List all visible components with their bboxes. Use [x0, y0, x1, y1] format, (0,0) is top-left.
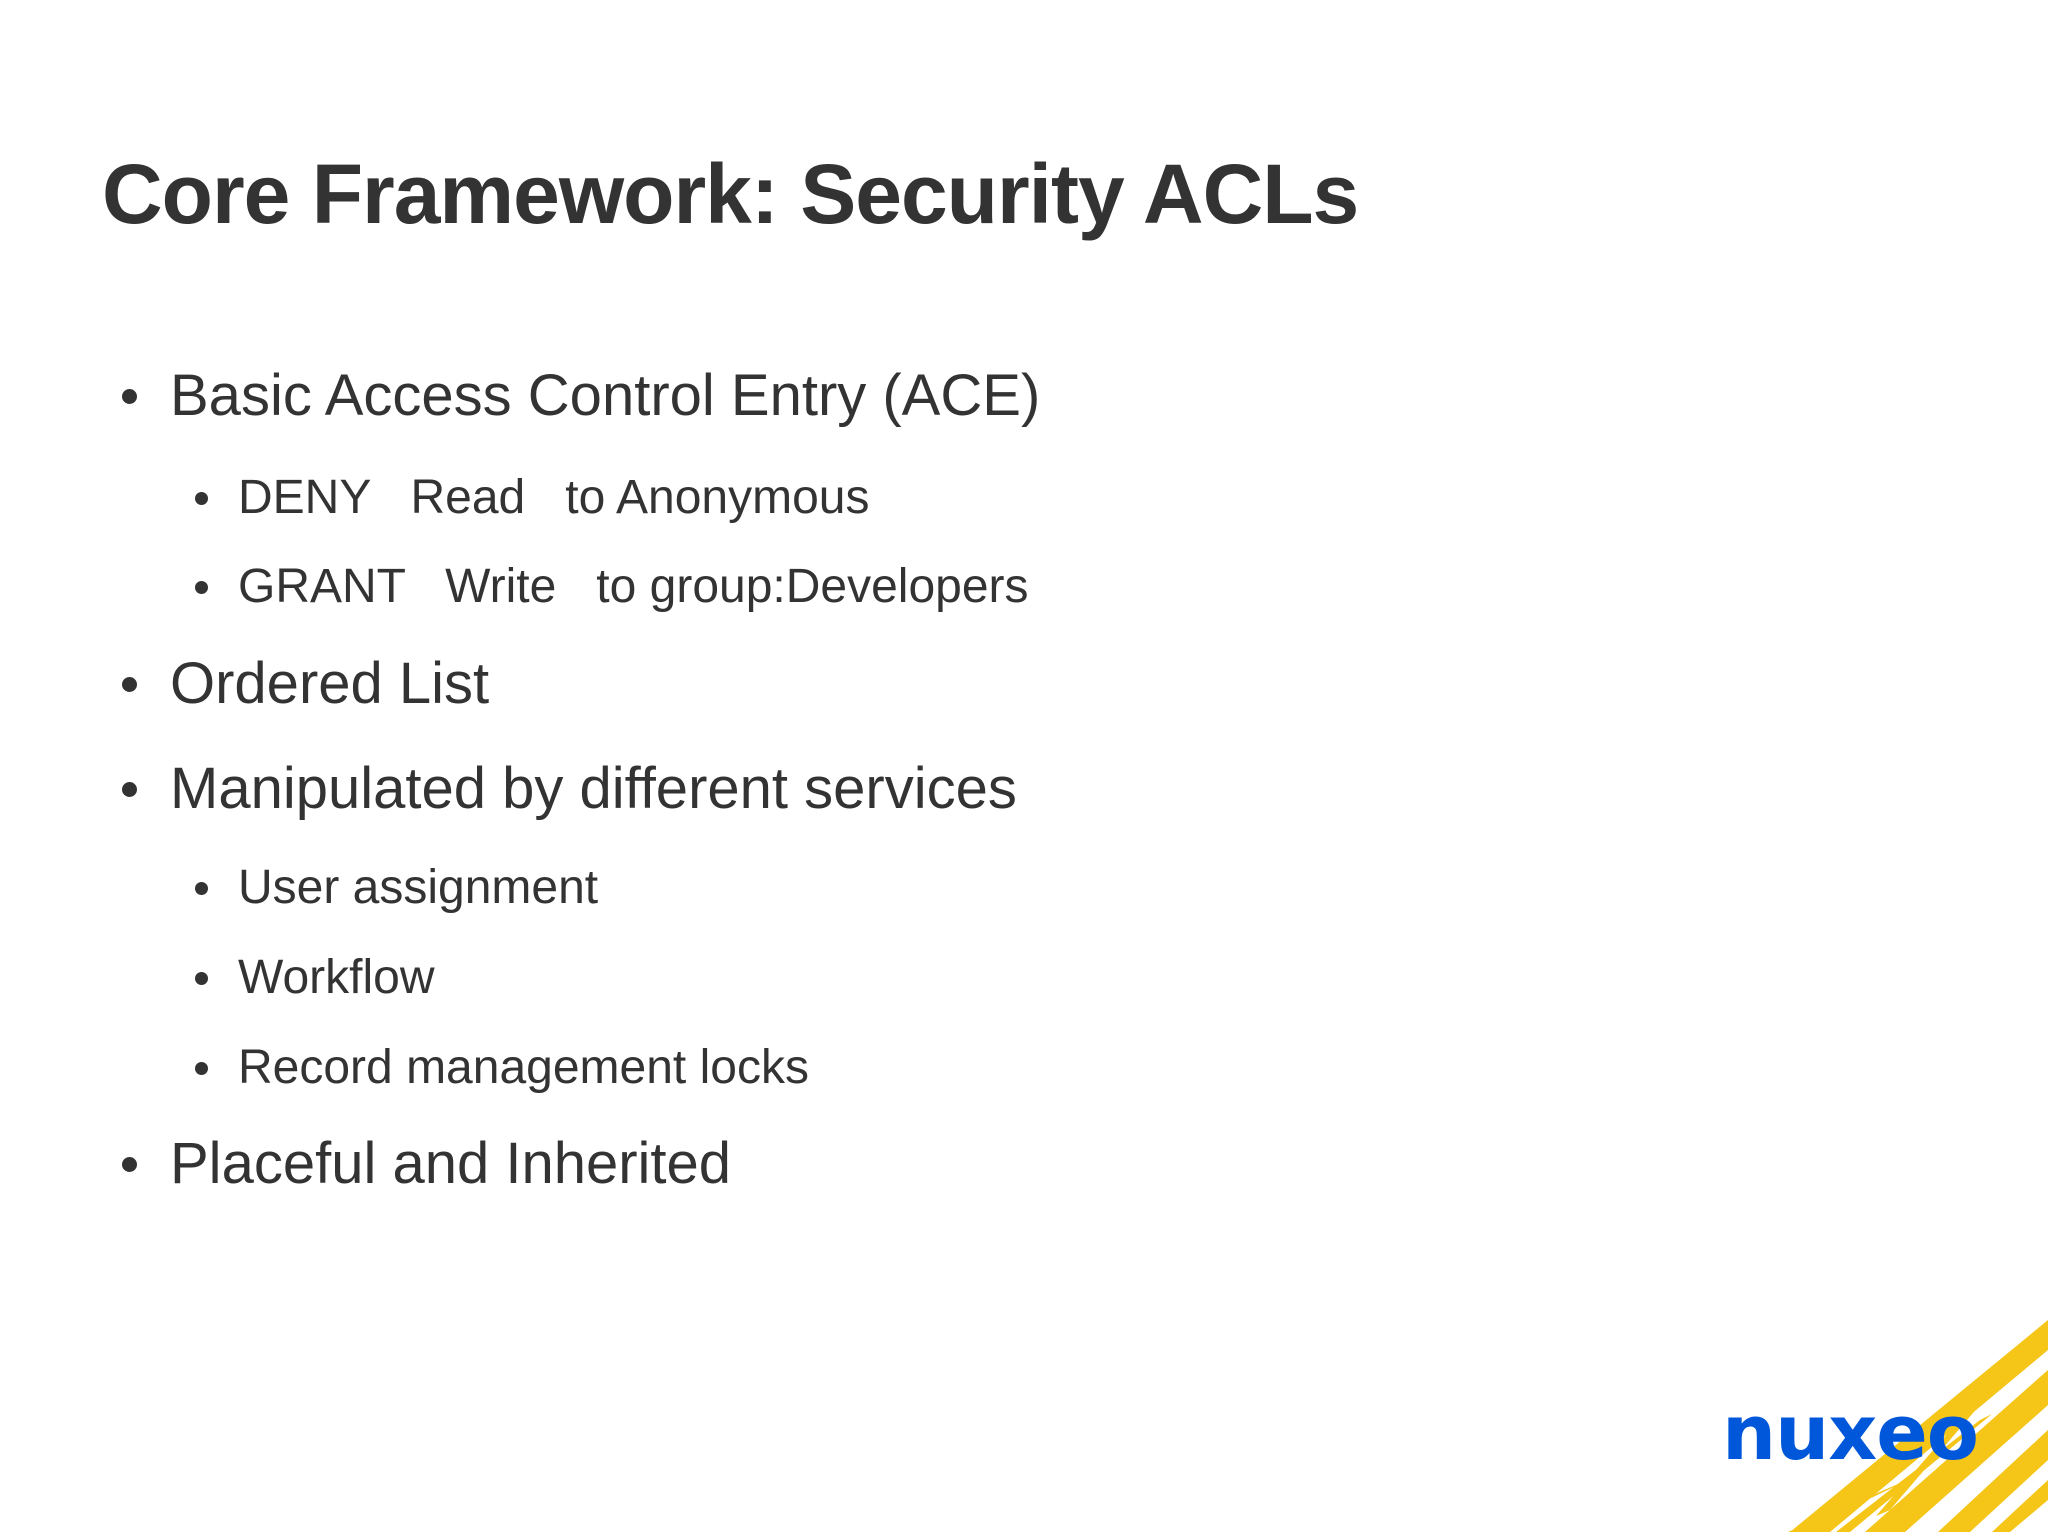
bullet-dot-icon — [122, 388, 137, 404]
bullet-text: User assignment — [238, 861, 599, 914]
sub-bullet-item: Record management locks — [195, 1040, 809, 1095]
bullet-dot-icon — [122, 676, 137, 692]
bullet-text: Placeful and Inherited — [170, 1131, 732, 1196]
bullet-item: Ordered List — [122, 650, 490, 717]
bullet-dot-icon — [195, 881, 208, 895]
bullet-dot-icon — [195, 491, 208, 505]
nuxeo-logo: nuxeo — [1722, 1388, 1979, 1477]
sub-bullet-item: GRANT Write to group:Developers — [195, 559, 1029, 614]
bullet-item: Basic Access Control Entry (ACE) — [122, 362, 1041, 429]
bullet-text: Basic Access Control Entry (ACE) — [170, 363, 1041, 428]
bullet-text: DENY Read to Anonymous — [238, 471, 870, 524]
bullet-dot-icon — [195, 971, 208, 985]
bullet-text: Manipulated by different services — [170, 756, 1017, 821]
bullet-dot-icon — [122, 1156, 137, 1172]
bullet-item: Manipulated by different services — [122, 755, 1017, 822]
sub-bullet-item: DENY Read to Anonymous — [195, 470, 870, 525]
bullet-dot-icon — [195, 1061, 208, 1075]
bullet-dot-icon — [195, 580, 208, 594]
bullet-item: Placeful and Inherited — [122, 1130, 732, 1197]
bullet-text: Ordered List — [170, 651, 490, 716]
brush-stroke-decoration — [1788, 1320, 2048, 1532]
bullet-text: Record management locks — [238, 1041, 809, 1094]
sub-bullet-item: User assignment — [195, 860, 599, 915]
bullet-text: Workflow — [238, 951, 435, 1004]
sub-bullet-item: Workflow — [195, 950, 435, 1005]
slide-title: Core Framework: Security ACLs — [102, 147, 1359, 241]
bullet-text: GRANT Write to group:Developers — [238, 560, 1029, 613]
bullet-dot-icon — [122, 781, 137, 797]
